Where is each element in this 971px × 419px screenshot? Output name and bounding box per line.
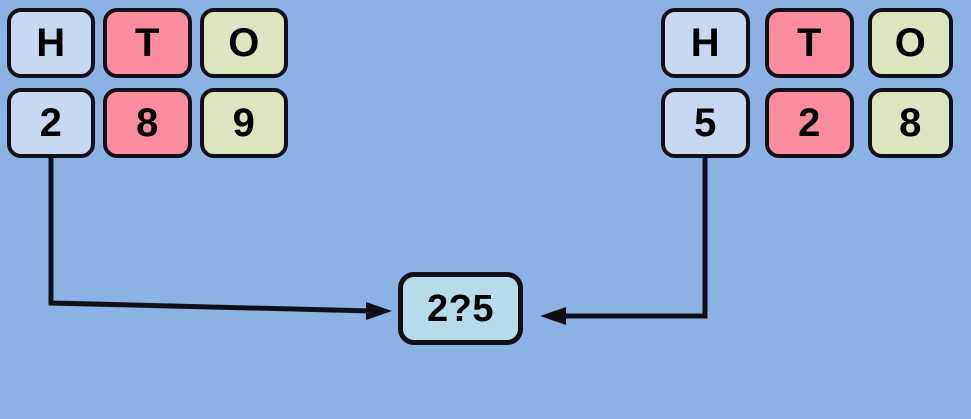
- comparison-answer-box[interactable]: 2?5: [398, 272, 523, 345]
- left-arrowhead-icon: [366, 302, 392, 320]
- left-header-hundreds: H: [7, 8, 95, 78]
- right-digit-ones: 8: [868, 88, 953, 158]
- right-header-ones: O: [868, 8, 953, 78]
- left-digit-ones: 9: [200, 88, 288, 158]
- right-arrowhead-icon: [540, 307, 566, 325]
- right-digit-hundreds: 5: [661, 88, 750, 158]
- right-digit-tens: 2: [765, 88, 854, 158]
- left-header-tens: T: [103, 8, 192, 78]
- left-connector-path: [48, 158, 373, 314]
- right-header-hundreds: H: [661, 8, 750, 78]
- right-connector-path: [560, 158, 708, 319]
- left-digit-tens: 8: [103, 88, 192, 158]
- right-header-tens: T: [765, 8, 854, 78]
- left-digit-hundreds: 2: [7, 88, 95, 158]
- left-header-ones: O: [200, 8, 288, 78]
